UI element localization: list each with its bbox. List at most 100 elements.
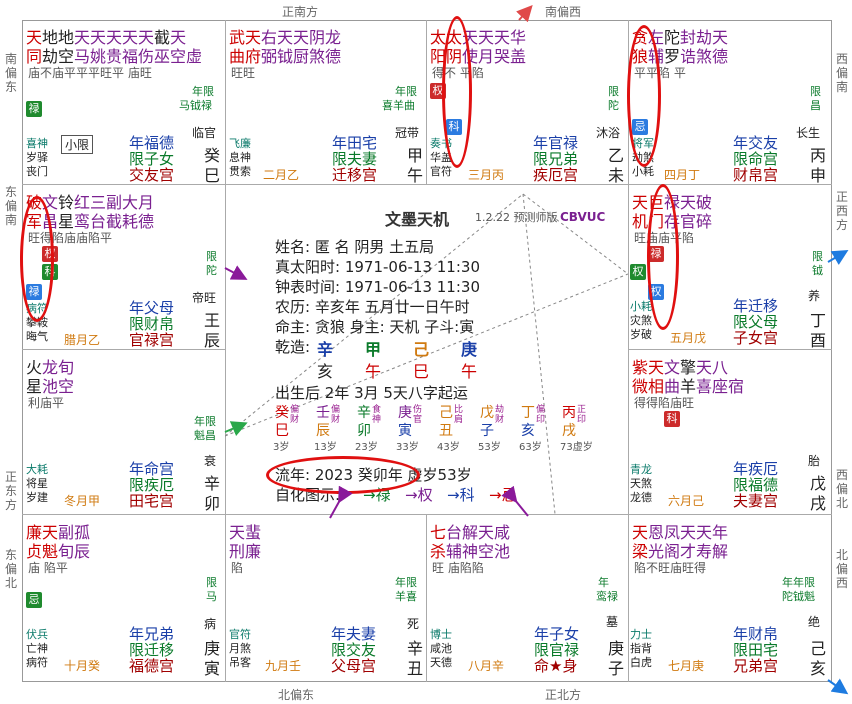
month-period: 二月乙 [263, 168, 300, 182]
main-stars-2: 贞魁旬辰 [26, 542, 91, 561]
brightness-row: 利庙平 [28, 396, 65, 410]
palace-zi[interactable]: 七台解天咸 杀辅神空池 旺 庙陷陷 年 鸾禄 墓 博士 咸池 天德 八月辛 年子… [428, 517, 628, 680]
year-limit-stars: 喜羊曲 [382, 99, 415, 112]
stage-label: 冠带 [395, 126, 420, 140]
year-limit-label: 年限 [194, 415, 216, 428]
god-3: 白虎 [630, 656, 652, 669]
star-text: 地地 [42, 28, 75, 47]
palace-name: 命★身 [534, 657, 578, 675]
bazi-label: 乾造: [275, 338, 311, 356]
palace-wu[interactable]: 武天右天天阴龙 曲府弼钺厨煞德 旺旺 年限 喜羊曲 冠带 飞廉 息神 贯索 二月… [227, 22, 427, 185]
palace-name: 疾厄宫 [533, 166, 579, 184]
dayun-zhi: 子 [480, 423, 494, 439]
sihua-ji: →忌 [489, 486, 517, 504]
dayun-age: 33岁 [396, 442, 419, 453]
dayun-shishen: 比 [454, 405, 464, 415]
dayun-age: 53岁 [478, 442, 501, 453]
heavenly-stem: 王 [204, 311, 221, 330]
god-3: 病符 [26, 656, 48, 669]
dayun-zhi: 戌 [562, 423, 576, 439]
palace-year-name: 年父母 [129, 299, 175, 317]
main-stars-2: 同劫空马姚贵福伤巫空虚 [26, 43, 202, 67]
main-stars: 天蜚 [229, 523, 262, 542]
god-1: 博士 [430, 628, 452, 641]
god-1: 伏兵 [26, 628, 48, 641]
xiaoxian-box[interactable]: 小限 [61, 135, 94, 154]
grid-line [225, 20, 226, 682]
palace-year-name: 年田宅 [332, 134, 378, 152]
god-2: 月煞 [229, 642, 251, 655]
annotation-oval [627, 25, 661, 167]
dayun-zhi: 寅 [398, 423, 412, 439]
palace-limit-name: 限官禄 [534, 641, 580, 659]
sihua-quan: →权 [405, 486, 433, 504]
dayun-gan: 壬 [316, 405, 330, 421]
palace-yin[interactable]: 廉天副孤 贞魁旬辰 庙 陷平 忌 限 马 病 伏兵 亡神 病符 十月癸 年兄弟 … [24, 517, 224, 680]
direction-bottom-center: 正北方 [545, 688, 582, 702]
god-2: 咸池 [430, 642, 452, 655]
month-period: 三月丙 [468, 168, 505, 182]
palace-chen[interactable]: 破文铃红三副大月 军昌星鸾台截耗德 旺得陷庙庙陷平 权 科 禄 限 陀 帝旺 病… [24, 187, 224, 350]
dayun-shishen: 劫 [495, 405, 505, 415]
palace-name: 兄弟宫 [733, 657, 779, 675]
heavenly-stem: 丁 [810, 311, 827, 330]
limit-stars: 钺 [812, 264, 823, 277]
palace-year-name: 年迁移 [733, 297, 779, 315]
info-ming-zhu: 命主: 贪狼 身主: 天机 子斗:寅 [275, 318, 475, 336]
limit-stars: 昌 [810, 99, 821, 112]
earthly-branch: 午 [407, 166, 424, 185]
limit-label: 限 [206, 576, 217, 589]
month-period: 五月戊 [670, 331, 707, 345]
main-stars: 七台解天咸 [430, 523, 511, 542]
earthly-branch: 子 [608, 659, 625, 678]
bazi-year-branch: 亥 [317, 362, 334, 381]
palace-limit-name: 限财帛 [129, 315, 175, 333]
dayun-shishen: 偏 [536, 405, 546, 415]
palace-year-name: 年夫妻 [331, 625, 377, 643]
direction-left-bottom: 东偏北 [4, 548, 17, 590]
earthly-branch: 申 [810, 166, 827, 185]
palace-year-name: 年官禄 [533, 134, 579, 152]
year-limit-stars: 魁昌 [194, 429, 216, 442]
palace-year-name: 年福德 [129, 134, 175, 152]
palace-chou[interactable]: 天蜚 刑廉 陷 年限 羊喜 死 官符 月煞 吊客 九月壬 年夫妻 限交友 父母宫… [227, 517, 427, 680]
info-name: 姓名: 匿 名 阴男 土五局 [275, 238, 435, 256]
sihua-ke: →科 [447, 486, 475, 504]
limit-label: 限 [812, 250, 823, 263]
palace-year-name: 年命宫 [129, 460, 175, 478]
stage-label: 沐浴 [596, 126, 621, 140]
god-2: 将星 [26, 477, 48, 490]
palace-hai[interactable]: 天恩凤天天年 梁光阁才寿解 陷不旺庙旺得 年年限 陀钺魁 绝 力士 指背 白虎 … [630, 517, 830, 680]
palace-name: 迁移宫 [332, 166, 378, 184]
stage-label: 养 [808, 289, 821, 303]
earthly-branch: 卯 [204, 494, 221, 513]
direction-bottom-left: 北偏东 [278, 688, 315, 702]
heavenly-stem: 辛 [407, 639, 424, 658]
god-1: 大耗 [26, 463, 48, 476]
heavenly-stem: 己 [810, 639, 827, 658]
dayun-gan: 己 [439, 405, 453, 421]
god-1: 小耗 [630, 300, 652, 313]
annotation-oval [442, 16, 472, 168]
stage-label: 病 [204, 617, 217, 631]
main-stars-2: 星池空 [26, 377, 75, 396]
main-stars: 廉天副孤 [26, 523, 91, 542]
dayun-shishen: 伤 [413, 405, 423, 415]
bazi-year-stem: 辛 [317, 340, 334, 359]
stage-label: 临官 [192, 126, 217, 140]
month-period: 冬月甲 [64, 494, 101, 508]
palace-limit-name: 限福德 [733, 476, 779, 494]
brightness-row: 庙 陷平 [28, 561, 68, 575]
palace-name: 田宅宫 [129, 492, 175, 510]
star-text: 同 [26, 47, 43, 66]
earthly-branch: 巳 [204, 166, 221, 185]
palace-xu[interactable]: 紫天文擎天八 微相曲羊喜座宿 得得陷庙旺 科 胎 青龙 天煞 龙德 六月己 年疾… [630, 352, 830, 515]
palace-si[interactable]: 天地地天天天天天截天 同劫空马姚贵福伤巫空虚 庙不庙平平平旺平 庙旺 年限 马钺… [24, 22, 224, 185]
stage-label: 墓 [606, 615, 619, 629]
hua-lu-badge: 禄 [26, 100, 42, 117]
god-3: 丧门 [26, 165, 48, 178]
main-stars: 紫天文擎天八 [632, 358, 729, 377]
palace-mao[interactable]: 火龙旬 星池空 利庙平 年限 魁昌 衰 大耗 将星 岁建 冬月甲 年命宫 限疾厄… [24, 352, 224, 515]
god-1: 喜神 [26, 137, 48, 150]
